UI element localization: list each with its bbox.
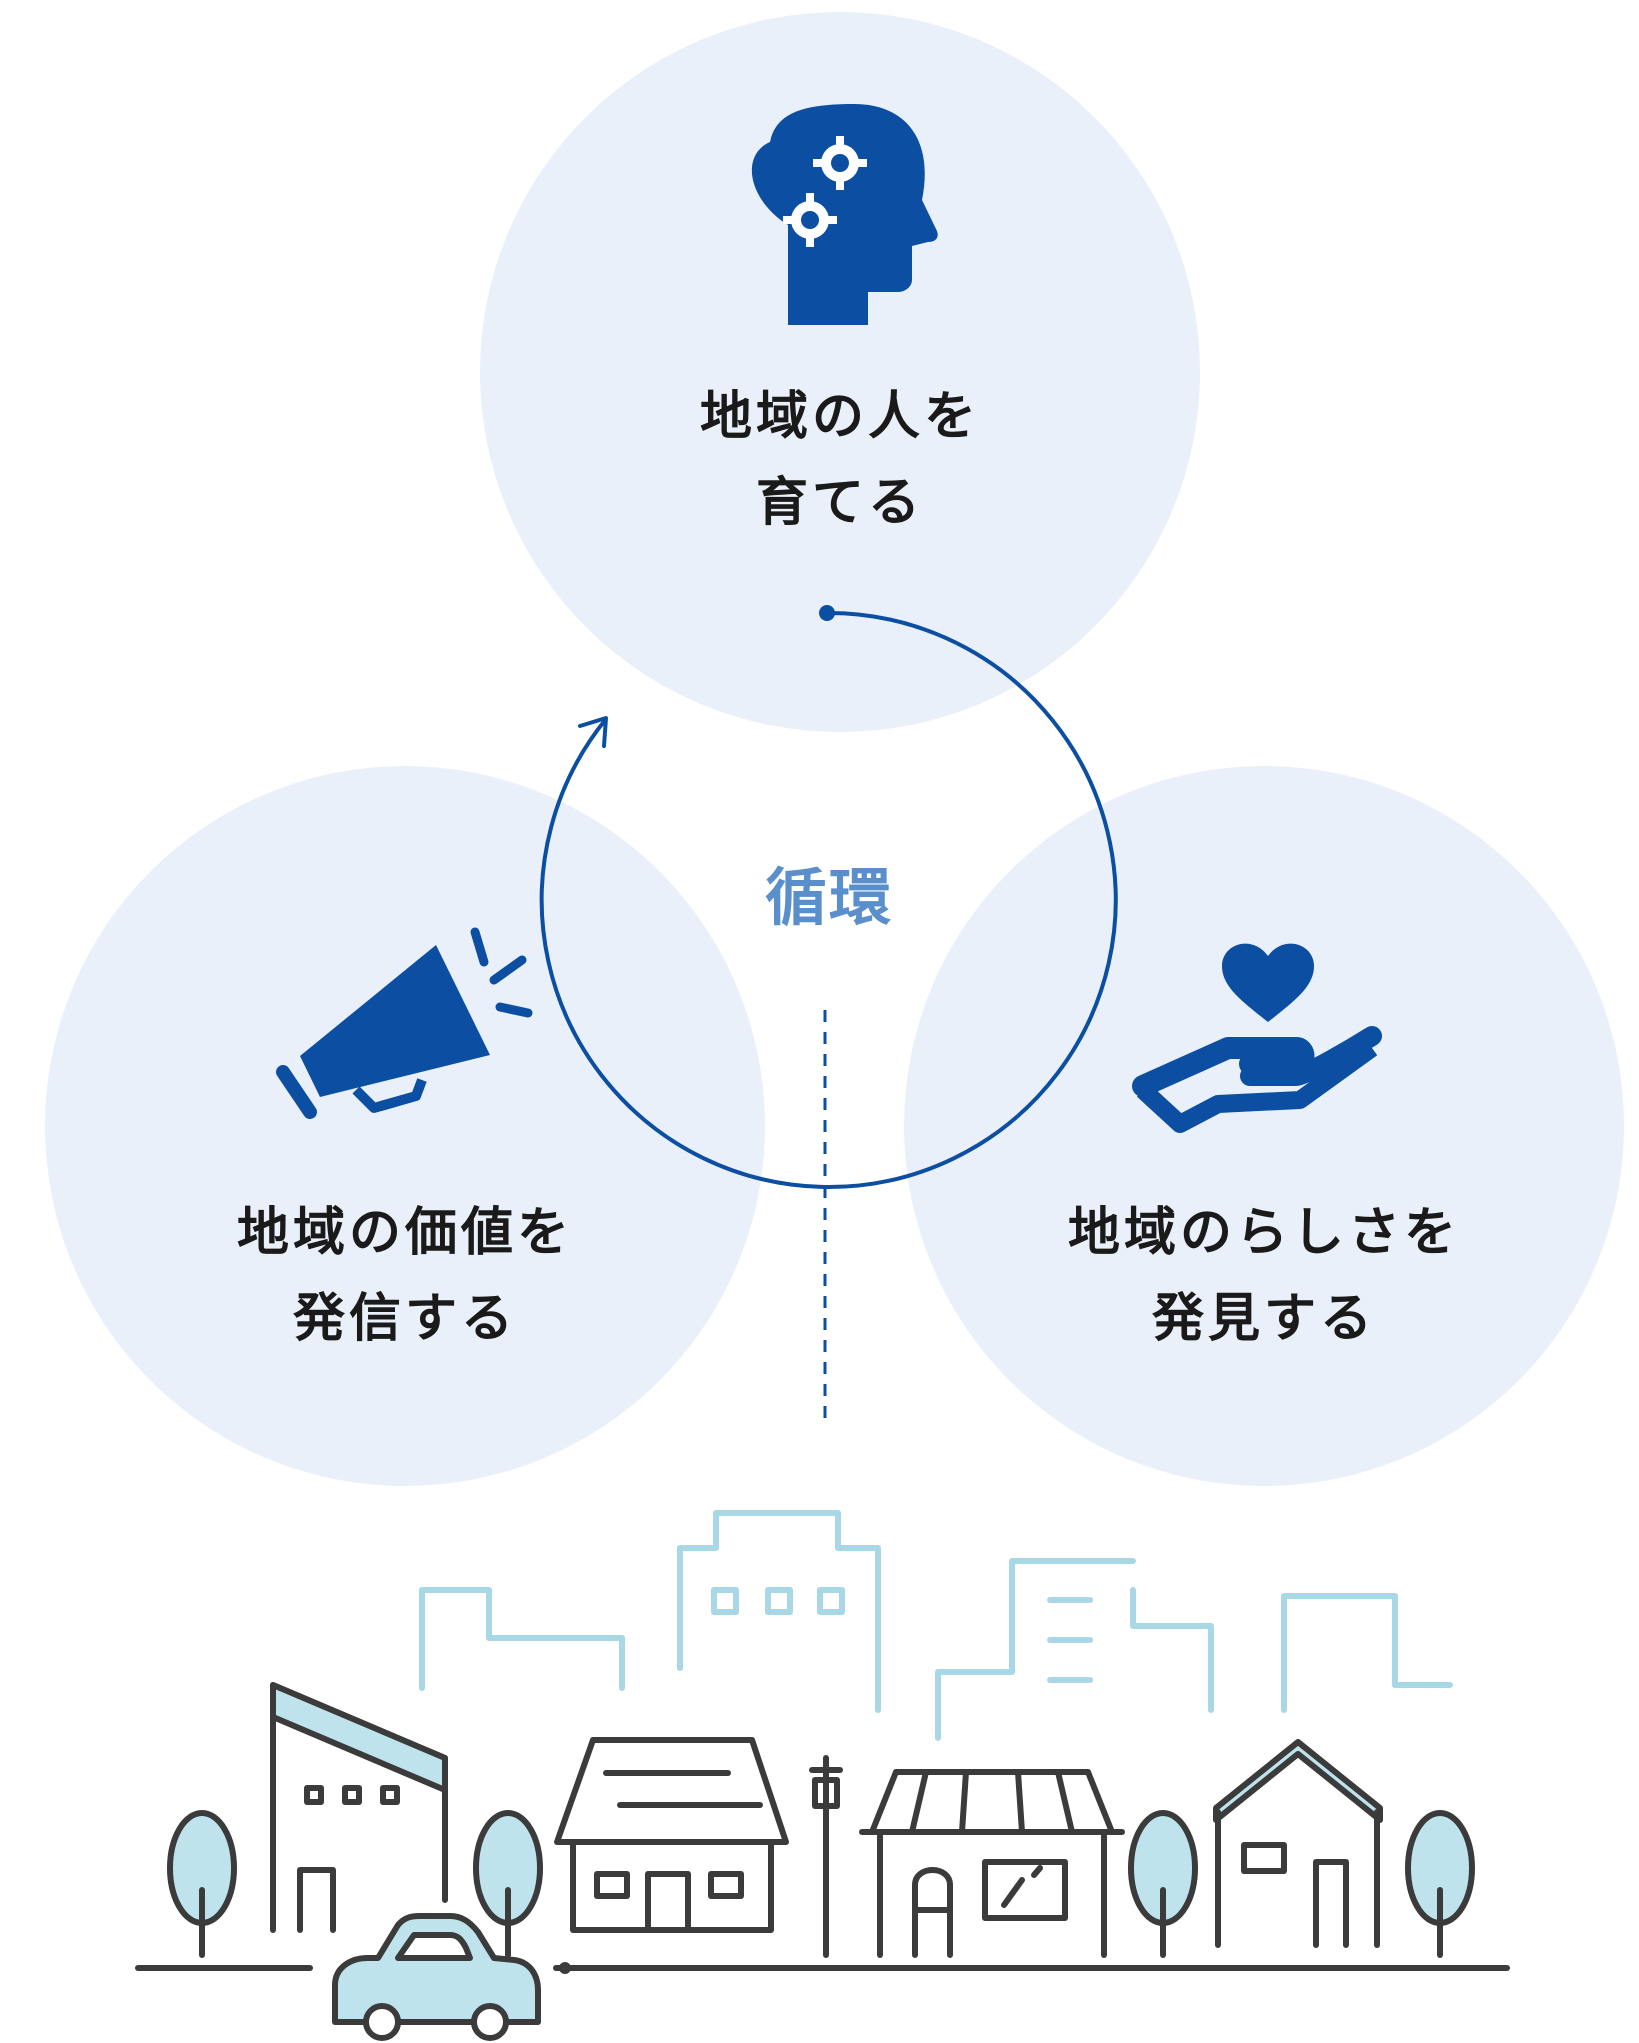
node-label-value-line2: 発信する <box>292 1289 517 1349</box>
cycle-arrow <box>539 605 1118 1189</box>
node-circle-value <box>45 766 765 1486</box>
node-label-charm-line2: 発見する <box>1151 1289 1376 1349</box>
node-label-people-line2: 育てる <box>755 473 924 533</box>
head-gears-icon <box>751 104 938 325</box>
megaphone-icon <box>276 927 533 1119</box>
townscape-illustration <box>135 1510 1510 2041</box>
node-label-people: 地域の人を 育てる <box>640 374 1040 546</box>
node-label-value: 地域の価値を 発信する <box>185 1190 625 1362</box>
node-label-value-line1: 地域の価値を <box>236 1203 573 1263</box>
hand-heart-icon <box>1132 943 1382 1133</box>
node-circle-charm <box>904 766 1624 1486</box>
node-circle-people <box>480 12 1200 732</box>
cycle-center-label: 循環 <box>764 861 893 934</box>
node-label-charm-line1: 地域のらしさを <box>1067 1203 1460 1263</box>
node-label-charm: 地域のらしさを 発見する <box>1034 1190 1494 1362</box>
node-label-people-line1: 地域の人を <box>699 387 980 447</box>
